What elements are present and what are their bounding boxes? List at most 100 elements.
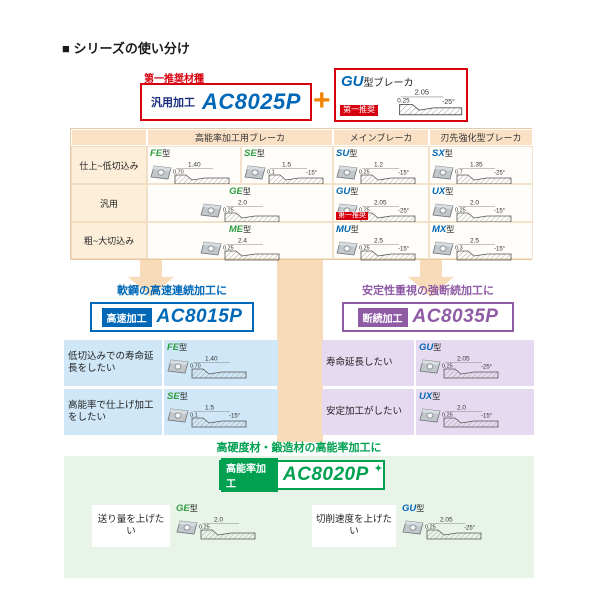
svg-text:2.05: 2.05 [415, 88, 430, 97]
breaker-suffix: 型ブレーカ [363, 78, 414, 89]
breaker-label: GU型 [402, 503, 520, 514]
breaker-name: SX [432, 148, 445, 159]
svg-text:2.0: 2.0 [470, 200, 479, 207]
kata-suffix: 型 [350, 187, 359, 196]
first-recommend-badge: 第一推奨 [336, 211, 368, 220]
svg-text:1.2: 1.2 [374, 162, 383, 169]
svg-text:1.5: 1.5 [205, 405, 214, 412]
svg-text:2.05: 2.05 [457, 356, 470, 363]
breaker-name: SE [244, 148, 257, 159]
svg-text:1.40: 1.40 [188, 162, 201, 169]
breaker-table: 高能率加工用ブレーカ メインブレーカ 刃先強化型ブレーカ 仕上~低切込み FE型… [70, 128, 533, 261]
panel-ac8015p: 軟鋼の高速連続加工に 高速加工 AC8015P 低切込みでの寿命延長をしたい F… [64, 282, 280, 438]
insert-icon [402, 520, 424, 540]
grade-tag-hanyou: 汎用加工 [151, 97, 195, 109]
breaker-label: UX型 [432, 186, 530, 197]
breaker-label: GU型 [336, 186, 426, 197]
panel-header: 高硬度材・鍛造材の高能率加工に [216, 442, 382, 454]
row-label-general: 汎用 [71, 184, 147, 222]
insert-icon [244, 165, 266, 185]
insert-icon [199, 241, 222, 261]
svg-text:2.0: 2.0 [457, 405, 466, 412]
grade-box-ac8015p: 高速加工 AC8015P [90, 302, 254, 332]
svg-text:-15°: -15° [306, 171, 318, 177]
grade-box-ac8035p: 断続加工 AC8035P [342, 302, 514, 332]
svg-text:0.70: 0.70 [173, 170, 184, 176]
first-recommend-badge: 第一推奨 [340, 105, 378, 116]
breaker-label: GU型 [419, 342, 531, 353]
breaker-name: UX [432, 186, 446, 197]
breaker-name: GE [229, 186, 243, 197]
svg-text:0.25: 0.25 [397, 98, 410, 105]
need-text: 寿命延長したい [322, 340, 414, 386]
breaker-name: ME [228, 224, 244, 235]
grade-name-ac8035p: AC8035P [412, 306, 499, 327]
svg-text:0.7: 0.7 [455, 170, 463, 176]
svg-text:0.25: 0.25 [425, 525, 436, 531]
kata-suffix: 型 [446, 225, 455, 234]
svg-text:-15°: -15° [229, 414, 241, 420]
kata-suffix: 型 [162, 149, 171, 158]
svg-text:2.4: 2.4 [238, 238, 247, 245]
svg-text:1.5: 1.5 [282, 162, 291, 169]
breaker-name: FE [167, 342, 180, 353]
panel-header: 軟鋼の高速連続加工に [117, 285, 227, 297]
svg-text:-15°: -15° [481, 414, 493, 420]
insert-icon [336, 165, 358, 185]
column-header-edge: 刃先強化型ブレーカ [429, 129, 533, 146]
svg-text:0.25: 0.25 [223, 246, 234, 252]
svg-text:1.40: 1.40 [205, 356, 218, 363]
breaker-name: MU [336, 224, 351, 235]
insert-icon [167, 359, 189, 379]
grade-name-ac8015p: AC8015P [156, 306, 243, 327]
page-title: ■ シリーズの使い分け [62, 41, 190, 56]
svg-text:2.0: 2.0 [214, 517, 223, 524]
insert-icon [167, 408, 189, 428]
sparkle-icon: ✦ [373, 462, 383, 475]
breaker-name: FE [150, 148, 163, 159]
svg-text:-25°: -25° [442, 98, 455, 106]
svg-text:0.3: 0.3 [455, 246, 463, 252]
table-corner-cell [71, 129, 147, 146]
kata-suffix: 型 [416, 504, 425, 513]
flow-band-center [277, 254, 323, 442]
breaker-label: GE型 [176, 503, 294, 514]
breaker-name: GU [402, 503, 417, 514]
svg-text:-15°: -15° [494, 209, 506, 215]
kata-suffix: 型 [242, 187, 251, 196]
row-label-finishing: 仕上~低切込み [71, 146, 147, 184]
svg-text:0.25: 0.25 [359, 170, 370, 176]
breaker-label: SE型 [244, 148, 330, 159]
need-text: 切削速度を上げたい [312, 505, 396, 547]
svg-text:-25°: -25° [464, 526, 476, 532]
row-label-roughing: 粗~大切込み [71, 222, 147, 259]
breaker-name: UX [419, 391, 433, 402]
panel-header: 安定性重視の強断続加工に [362, 285, 494, 297]
grade-box-ac8020p: 高能率加工 AC8020P ✦ [219, 458, 385, 492]
breaker-name: SE [167, 391, 180, 402]
need-text: 低切込みでの寿命延長をしたい [64, 340, 162, 386]
svg-text:0.25: 0.25 [442, 364, 453, 370]
insert-icon [419, 359, 441, 379]
